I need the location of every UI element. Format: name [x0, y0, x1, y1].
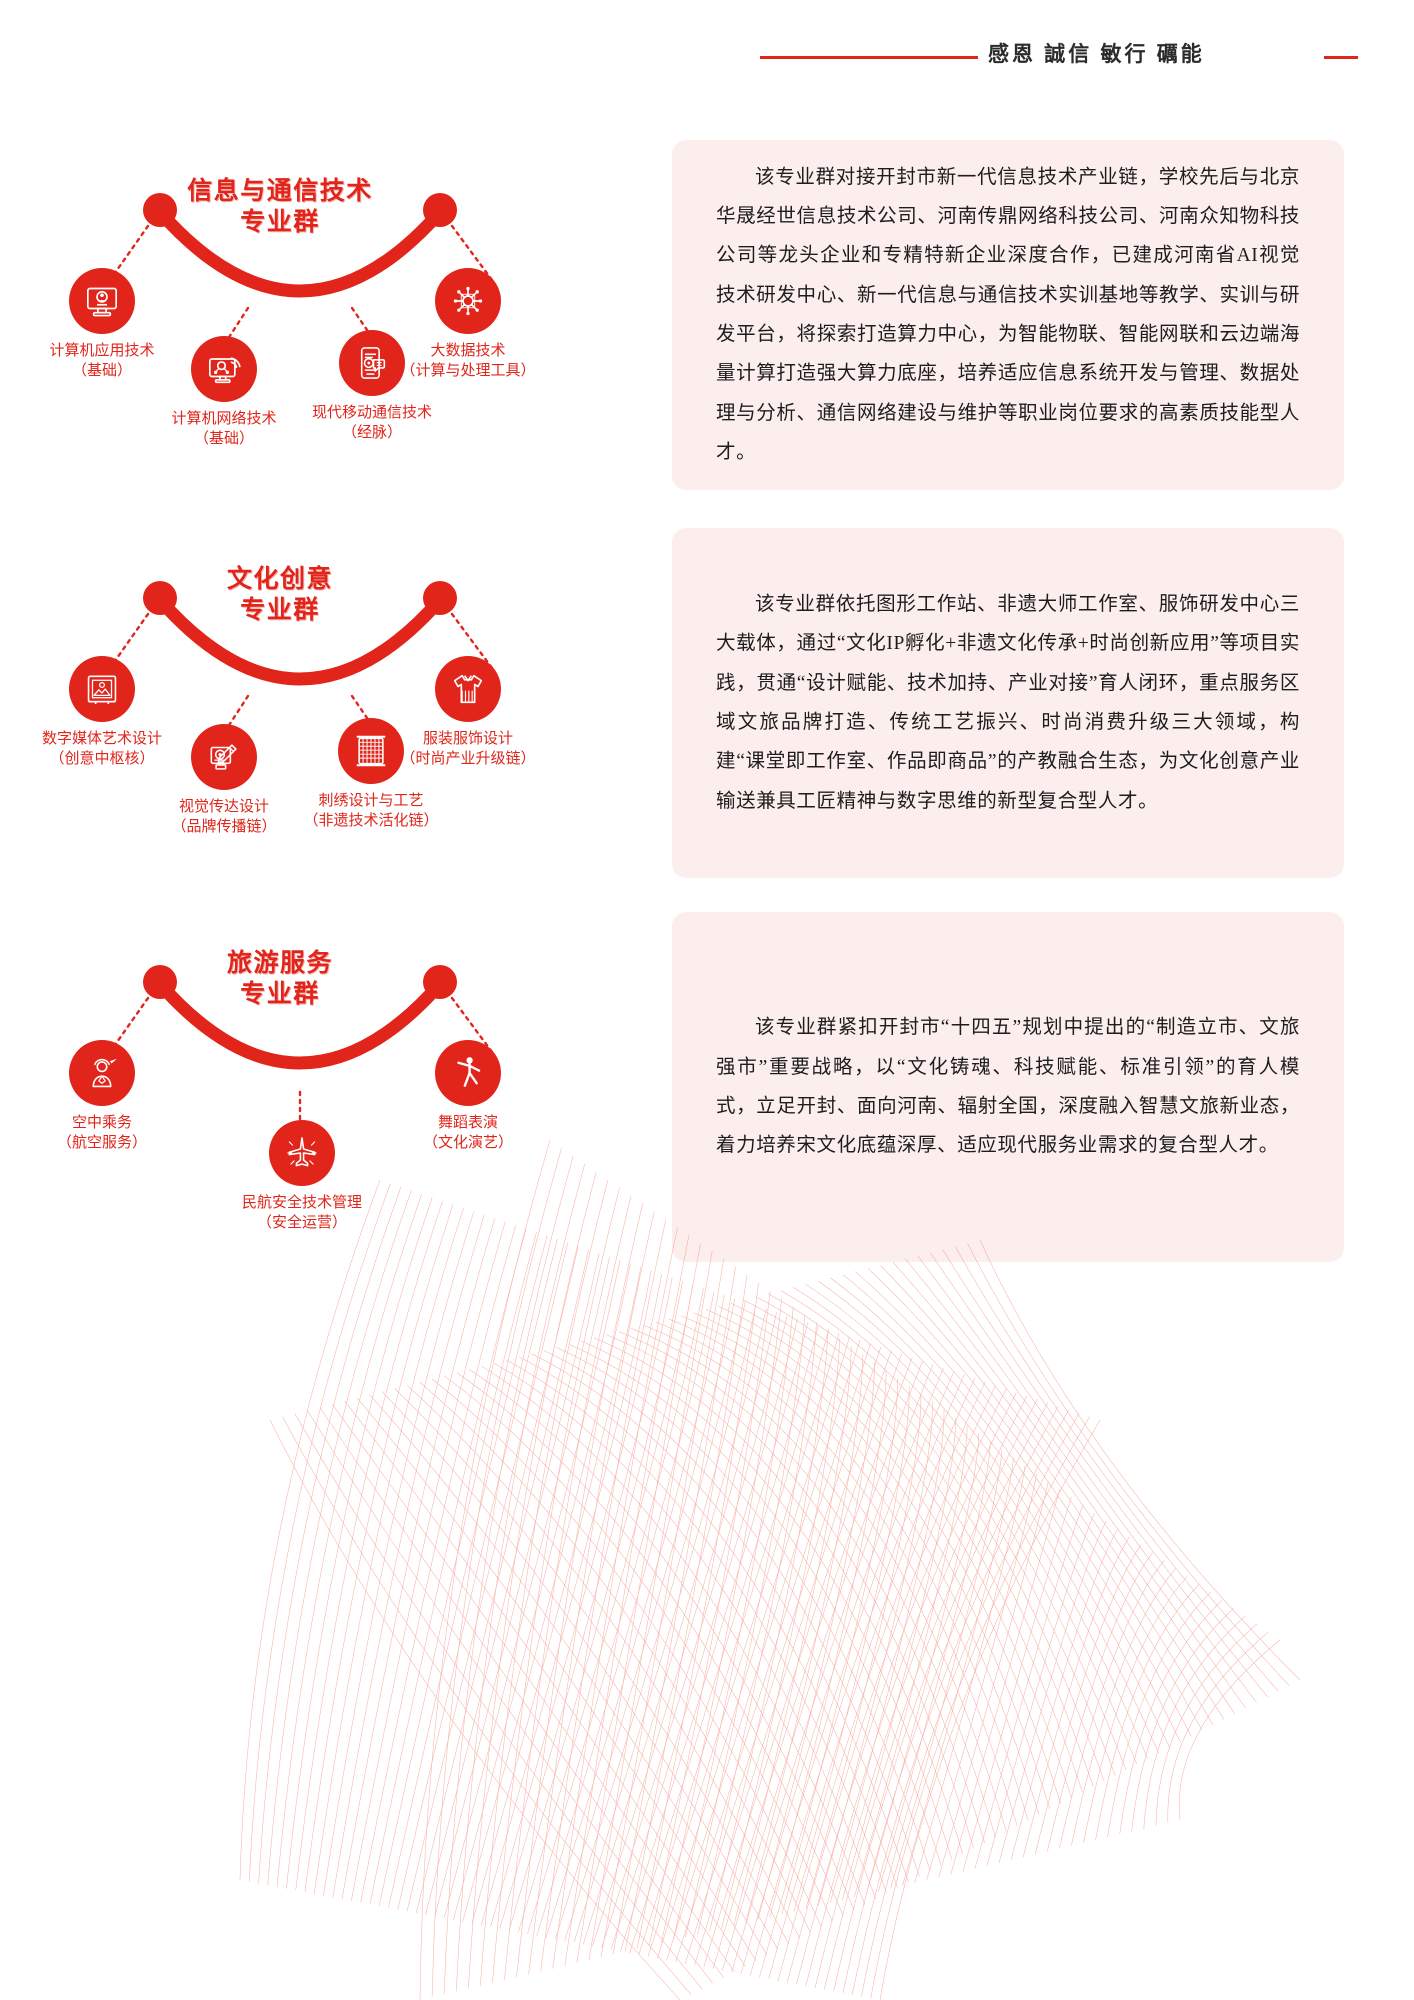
group-title-line1: 信息与通信技术: [187, 176, 373, 205]
node-flight-attendant[interactable]: 空中乘务 （航空服务）: [22, 1040, 182, 1153]
mobile-chat-icon: [339, 330, 405, 396]
node-visual-design[interactable]: 视觉传达设计 （品牌传播链）: [134, 724, 314, 837]
panel-text-3: 该专业群紧扣开封市“十四五”规划中提出的“制造立市、文旅强市”重要战略，以“文化…: [716, 1017, 1300, 1157]
node-computer-application[interactable]: 计算机应用技术 （基础）: [12, 268, 192, 381]
node-embroidery-design[interactable]: 刺绣设计与工艺 （非遗技术活化链）: [276, 718, 466, 831]
node-label-1: 数字媒体艺术设计 （创意中枢核）: [41, 729, 162, 768]
network-monitor-icon: [191, 336, 257, 402]
node-label-1: 空中乘务 （航空服务）: [56, 1113, 147, 1152]
panel-culture-creative: 该专业群依托图形工作站、非遗大师工作室、服饰研发中心三大载体，通过“文化IP孵化…: [672, 528, 1344, 878]
dancer-icon: [435, 1040, 501, 1106]
node-label-3: 现代移动通信技术 （经脉）: [311, 403, 432, 442]
panel-text-2: 该专业群依托图形工作站、非遗大师工作室、服饰研发中心三大载体，通过“文化IP孵化…: [716, 593, 1300, 812]
diagram-culture-creative: 文化创意 专业群 数字媒体艺术设计: [0, 528, 540, 878]
node-label-1: 计算机应用技术 （基础）: [49, 341, 155, 380]
node-label-2: 视觉传达设计 （品牌传播链）: [171, 797, 277, 836]
node-label-3: 刺绣设计与工艺 （非遗技术活化链）: [303, 791, 439, 830]
section-tourism-service: 旅游服务 专业群 空中乘务 （航空服务）: [0, 912, 1414, 1262]
group-title-line2: 专业群: [240, 978, 320, 1008]
node-label-2: 计算机网络技术 （基础）: [171, 409, 277, 448]
panel-info-comm: 该专业群对接开封市新一代信息技术产业链，学校先后与北京华晟经世信息技术公司、河南…: [672, 140, 1344, 490]
node-fashion-design[interactable]: 服装服饰设计 （时尚产业升级链）: [368, 656, 568, 769]
page-header: 感恩 誠信 敏行 礪能: [0, 0, 1414, 96]
visual-design-icon: [191, 724, 257, 790]
node-aviation-safety[interactable]: 民航安全技术管理 （安全运营）: [212, 1120, 392, 1233]
group-title-2: 文化创意 专业群: [120, 564, 440, 625]
node-big-data[interactable]: 大数据技术 （计算与处理工具）: [368, 268, 568, 381]
node-label-4: 服装服饰设计 （时尚产业升级链）: [400, 729, 536, 768]
group-title-line2: 专业群: [240, 594, 320, 624]
desktop-user-icon: [69, 268, 135, 334]
node-label-4: 大数据技术 （计算与处理工具）: [400, 341, 536, 380]
node-mobile-comm[interactable]: 现代移动通信技术 （经脉）: [282, 330, 462, 443]
garment-dress-icon: [435, 656, 501, 722]
chip-circuit-icon: [435, 268, 501, 334]
header-rule-left: [760, 56, 978, 59]
node-label-3: 舞蹈表演 （文化演艺）: [422, 1113, 513, 1152]
section-info-comm: 信息与通信技术 专业群 计算机应用技术: [0, 140, 1414, 490]
diagram-tourism-service: 旅游服务 专业群 空中乘务 （航空服务）: [0, 912, 540, 1262]
school-motto: 感恩 誠信 敏行 礪能: [988, 42, 1205, 66]
airport-safety-icon: [269, 1120, 335, 1186]
group-title-line2: 专业群: [240, 206, 320, 236]
embroidery-loom-icon: [338, 718, 404, 784]
digital-art-frame-icon: [69, 656, 135, 722]
group-title-3: 旅游服务 专业群: [120, 948, 440, 1009]
group-title-line1: 文化创意: [226, 564, 333, 593]
node-label-2: 民航安全技术管理 （安全运营）: [241, 1193, 362, 1232]
flight-attendant-icon: [69, 1040, 135, 1106]
node-computer-network[interactable]: 计算机网络技术 （基础）: [134, 336, 314, 449]
group-title-line1: 旅游服务: [226, 948, 333, 977]
diagram-info-comm: 信息与通信技术 专业群 计算机应用技术: [0, 140, 540, 490]
node-digital-media-art[interactable]: 数字媒体艺术设计 （创意中枢核）: [2, 656, 202, 769]
node-dance-performance[interactable]: 舞蹈表演 （文化演艺）: [388, 1040, 548, 1153]
group-title-1: 信息与通信技术 专业群: [120, 176, 440, 237]
section-culture-creative: 文化创意 专业群 数字媒体艺术设计: [0, 528, 1414, 878]
header-rule-right: [1324, 56, 1358, 59]
panel-tourism-service: 该专业群紧扣开封市“十四五”规划中提出的“制造立市、文旅强市”重要战略，以“文化…: [672, 912, 1344, 1262]
panel-text-1: 该专业群对接开封市新一代信息技术产业链，学校先后与北京华晟经世信息技术公司、河南…: [716, 166, 1300, 464]
